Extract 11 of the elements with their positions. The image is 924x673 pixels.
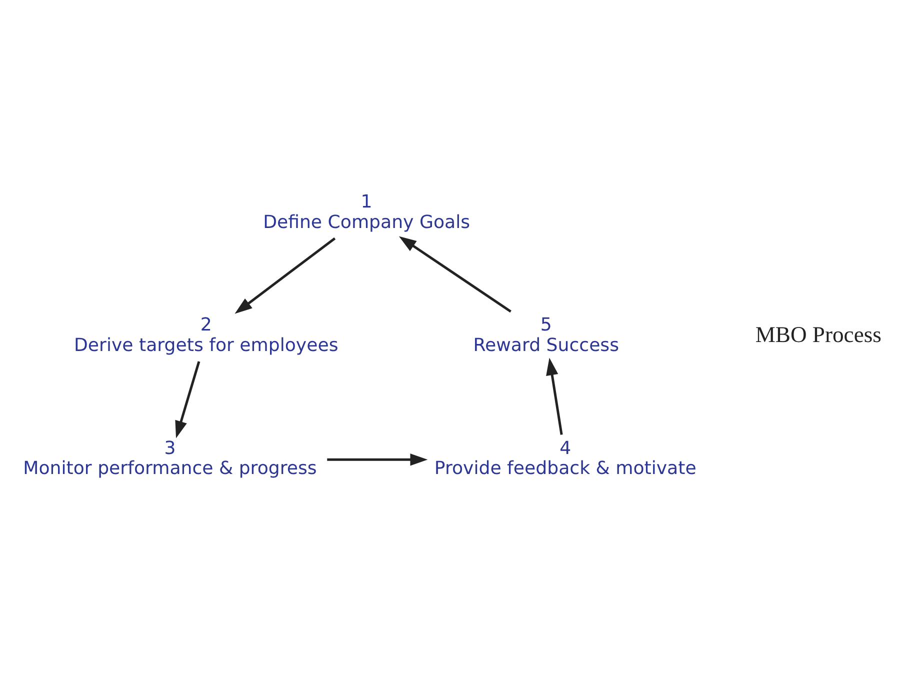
- node-text: 3 Monitor performance & progress: [23, 438, 317, 480]
- arrow: [546, 358, 563, 435]
- arrow: [175, 361, 200, 438]
- arrow: [327, 454, 428, 466]
- node-text: 1 Define Company Goals: [263, 191, 470, 233]
- arrow: [234, 237, 336, 314]
- node-text: 4 Provide feedback & motivate: [434, 438, 696, 480]
- label: MBO Process: [755, 322, 882, 348]
- node-text: 2 Derive targets for employees: [74, 314, 338, 356]
- arrow: [398, 236, 512, 313]
- node-text: 5 Reward Success: [473, 314, 620, 356]
